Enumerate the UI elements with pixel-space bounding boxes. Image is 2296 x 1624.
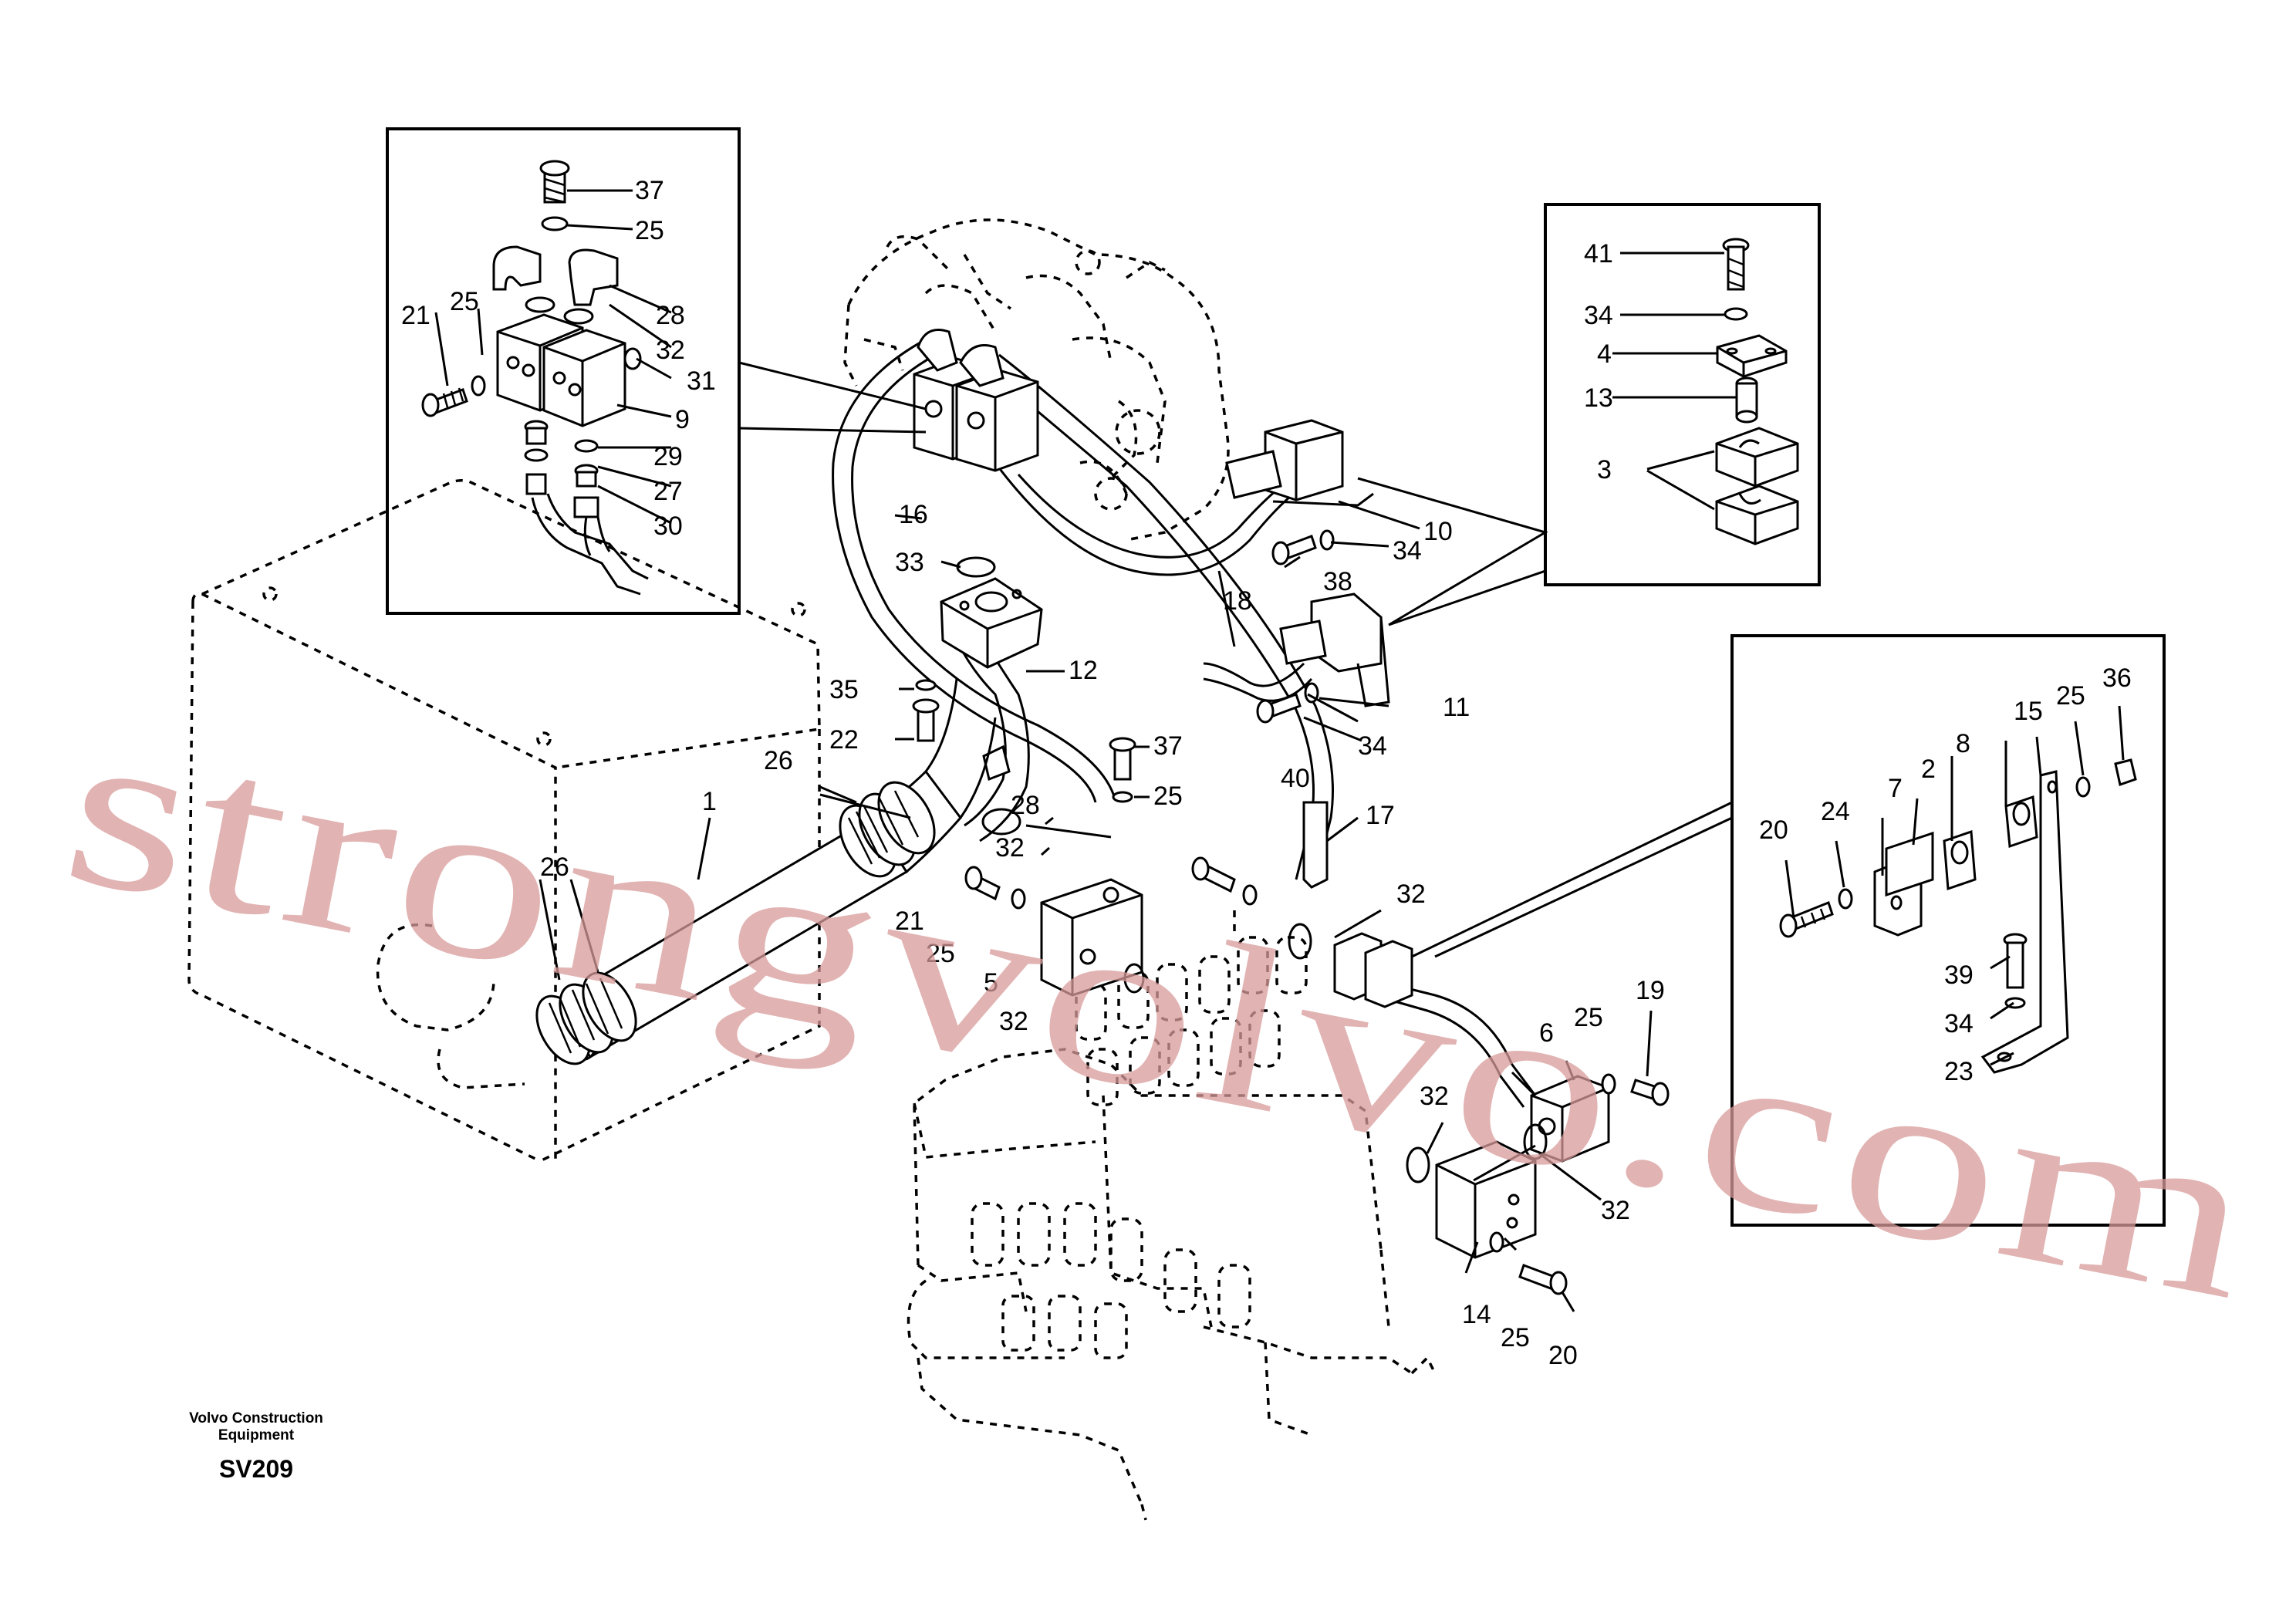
callout-32: 32 — [1601, 1196, 1630, 1225]
callout-10: 10 — [1423, 517, 1453, 546]
callout-34: 34 — [1944, 1009, 1974, 1038]
callout-32: 32 — [995, 833, 1025, 863]
clamp-bracket-11 — [1279, 593, 1390, 707]
detail-1-parts — [421, 160, 649, 596]
detail-leader-lines — [738, 361, 1733, 958]
detail-3-callouts: 20 24 7 2 8 15 25 36 39 34 23 — [1759, 663, 2132, 1086]
detail-1-callouts: 37 25 21 25 28 32 31 9 29 27 30 — [401, 176, 716, 541]
callout-28: 28 — [1011, 791, 1040, 820]
callout-25: 25 — [1574, 1003, 1603, 1032]
callout-15: 15 — [2014, 697, 2043, 726]
callout-32: 32 — [999, 1007, 1028, 1036]
callout-41: 41 — [1584, 239, 1613, 268]
callout-34: 34 — [1584, 301, 1613, 330]
callout-33: 33 — [895, 548, 924, 577]
callout-32: 32 — [656, 336, 685, 365]
detail-2-callouts: 41 34 4 13 3 — [1584, 239, 1613, 484]
callout-19: 19 — [1636, 976, 1665, 1005]
callout-1: 1 — [702, 787, 717, 816]
clamp-bracket-10 — [1225, 419, 1374, 507]
pipe-to-block-6 — [1333, 932, 1537, 1108]
callout-37: 37 — [1153, 731, 1183, 761]
hose-17 — [979, 353, 1334, 880]
hose-20-lower — [1203, 662, 1313, 702]
solenoid-blocks-upper — [913, 329, 1039, 472]
callout-9: 9 — [675, 405, 690, 434]
callout-29: 29 — [653, 442, 683, 471]
callout-36: 36 — [2102, 663, 2132, 693]
callout-7: 7 — [1888, 774, 1903, 803]
callout-20: 20 — [1548, 1341, 1578, 1370]
callout-8: 8 — [1956, 729, 1970, 758]
detail-box-clamp — [1544, 203, 1821, 586]
callout-25: 25 — [450, 287, 479, 316]
callout-27: 27 — [653, 477, 683, 506]
callout-32: 32 — [1420, 1082, 1449, 1111]
callout-3: 3 — [1597, 455, 1612, 484]
caption: Volvo Construction Equipment SV209 — [189, 1410, 323, 1483]
callout-37: 37 — [635, 176, 664, 205]
callout-2: 2 — [1921, 755, 1936, 784]
callout-39: 39 — [1944, 961, 1974, 990]
callout-23: 23 — [1944, 1057, 1974, 1086]
callout-26: 26 — [540, 853, 569, 882]
callout-25: 25 — [1501, 1323, 1530, 1352]
main-callouts: 16 33 12 35 22 26 1 26 37 25 28 32 21 25… — [540, 500, 1665, 1370]
callout-35: 35 — [829, 675, 859, 704]
hose-18 — [994, 462, 1305, 576]
callout-4: 4 — [1597, 339, 1612, 369]
caption-line-2: Equipment — [218, 1427, 295, 1443]
detail-box-solenoid — [386, 127, 741, 615]
control-valve-outline — [907, 910, 1437, 1521]
callout-14: 14 — [1462, 1300, 1491, 1329]
callout-6: 6 — [1539, 1018, 1554, 1048]
diagram-code: SV209 — [219, 1455, 293, 1483]
caption-line-1: Volvo Construction — [189, 1410, 323, 1426]
callout-26: 26 — [764, 746, 793, 775]
callout-13: 13 — [1584, 383, 1613, 413]
callout-21: 21 — [895, 907, 924, 936]
detail-2-parts — [1715, 238, 1799, 545]
hose-16 — [832, 338, 1116, 803]
detail-3-parts — [1779, 758, 2137, 1074]
callout-21: 21 — [401, 301, 430, 330]
callout-25: 25 — [1153, 782, 1183, 811]
callout-12: 12 — [1069, 656, 1098, 685]
callout-40: 40 — [1281, 764, 1310, 793]
callout-25: 25 — [635, 216, 664, 245]
callout-18: 18 — [1223, 586, 1252, 616]
callout-22: 22 — [829, 725, 859, 755]
callout-28: 28 — [656, 301, 685, 330]
callout-32: 32 — [1396, 880, 1426, 909]
detail-box-bracket — [1730, 634, 2166, 1227]
callout-25: 25 — [926, 939, 955, 968]
callout-5: 5 — [984, 968, 998, 998]
callout-leaders — [434, 189, 2125, 1312]
pump-outline — [843, 218, 1230, 542]
pipe-12 — [940, 577, 1043, 842]
callout-16: 16 — [899, 500, 928, 529]
callout-17: 17 — [1366, 801, 1395, 830]
callout-38: 38 — [1323, 567, 1352, 596]
hose-clamps-26 — [535, 781, 936, 1065]
callout-30: 30 — [653, 512, 683, 541]
valve-block-6 — [1530, 1075, 1610, 1163]
callout-31: 31 — [687, 366, 716, 396]
callout-34: 34 — [1393, 536, 1422, 566]
watermark: strongvolvo.com — [48, 674, 2278, 1349]
callout-34: 34 — [1358, 731, 1387, 761]
callout-11: 11 — [1443, 693, 1470, 722]
main-bolts — [912, 529, 1670, 1295]
callout-24: 24 — [1821, 797, 1850, 826]
callout-20: 20 — [1759, 815, 1788, 845]
callout-25: 25 — [2056, 681, 2085, 711]
